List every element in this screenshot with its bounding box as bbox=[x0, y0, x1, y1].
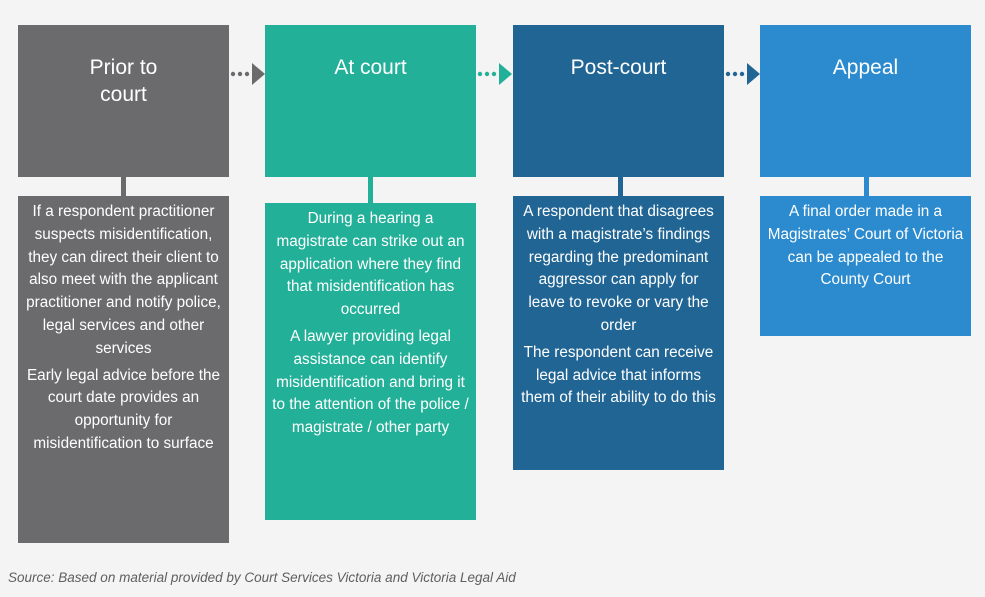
stage-title-line: At court bbox=[334, 56, 407, 79]
detail-paragraph: A lawyer providing legal assistance can … bbox=[272, 327, 469, 437]
arrow-dot bbox=[230, 71, 236, 77]
detail-paragraph: A final order made in a Magistrates’ Cou… bbox=[767, 203, 964, 289]
arrow-dot bbox=[491, 71, 497, 77]
stage-header-at-court: At court bbox=[265, 25, 476, 177]
stage-header-prior-to-court: Prior to court bbox=[18, 25, 229, 177]
arrow-head bbox=[747, 63, 760, 85]
stage-detail-at-court: During a hearing a magistrate can strike… bbox=[265, 203, 476, 520]
dotted-arrow-right-icon bbox=[477, 63, 512, 85]
stage-title-line: Prior to bbox=[89, 56, 158, 79]
arrow-dot bbox=[725, 71, 731, 77]
source-caption: Source: Based on material provided by Co… bbox=[8, 570, 516, 585]
detail-paragraph: A respondent that disagrees with a magis… bbox=[523, 203, 714, 334]
arrow-head bbox=[499, 63, 512, 85]
stage-header-appeal: Appeal bbox=[760, 25, 971, 177]
arrow-dot bbox=[244, 71, 250, 77]
stage-title-line: court bbox=[100, 83, 147, 106]
arrow-dot bbox=[739, 71, 745, 77]
dotted-arrow-right-icon bbox=[230, 63, 265, 85]
stage-detail-post-court: A respondent that disagrees with a magis… bbox=[513, 196, 724, 470]
arrow-dot bbox=[477, 71, 483, 77]
stage-header-post-court: Post-court bbox=[513, 25, 724, 177]
connector-line bbox=[864, 177, 869, 196]
connector-line bbox=[121, 177, 126, 196]
arrow-dot bbox=[484, 71, 490, 77]
connector-line bbox=[618, 177, 623, 196]
stage-title-line: Post-court bbox=[570, 56, 667, 79]
connector-line bbox=[368, 177, 373, 203]
stage-detail-prior-to-court: If a respondent practitioner suspects mi… bbox=[18, 196, 229, 543]
arrow-dot bbox=[237, 71, 243, 77]
stage-title-line: Appeal bbox=[832, 56, 899, 79]
detail-paragraph: Early legal advice before the court date… bbox=[26, 366, 221, 452]
stage-detail-appeal: A final order made in a Magistrates’ Cou… bbox=[760, 196, 971, 336]
dotted-arrow-right-icon bbox=[725, 63, 760, 85]
detail-paragraph: If a respondent practitioner suspects mi… bbox=[26, 203, 221, 357]
detail-paragraph: The respondent can receive legal advice … bbox=[521, 343, 716, 407]
arrow-dot bbox=[732, 71, 738, 77]
detail-paragraph: During a hearing a magistrate can strike… bbox=[276, 210, 465, 319]
arrow-head bbox=[252, 63, 265, 85]
